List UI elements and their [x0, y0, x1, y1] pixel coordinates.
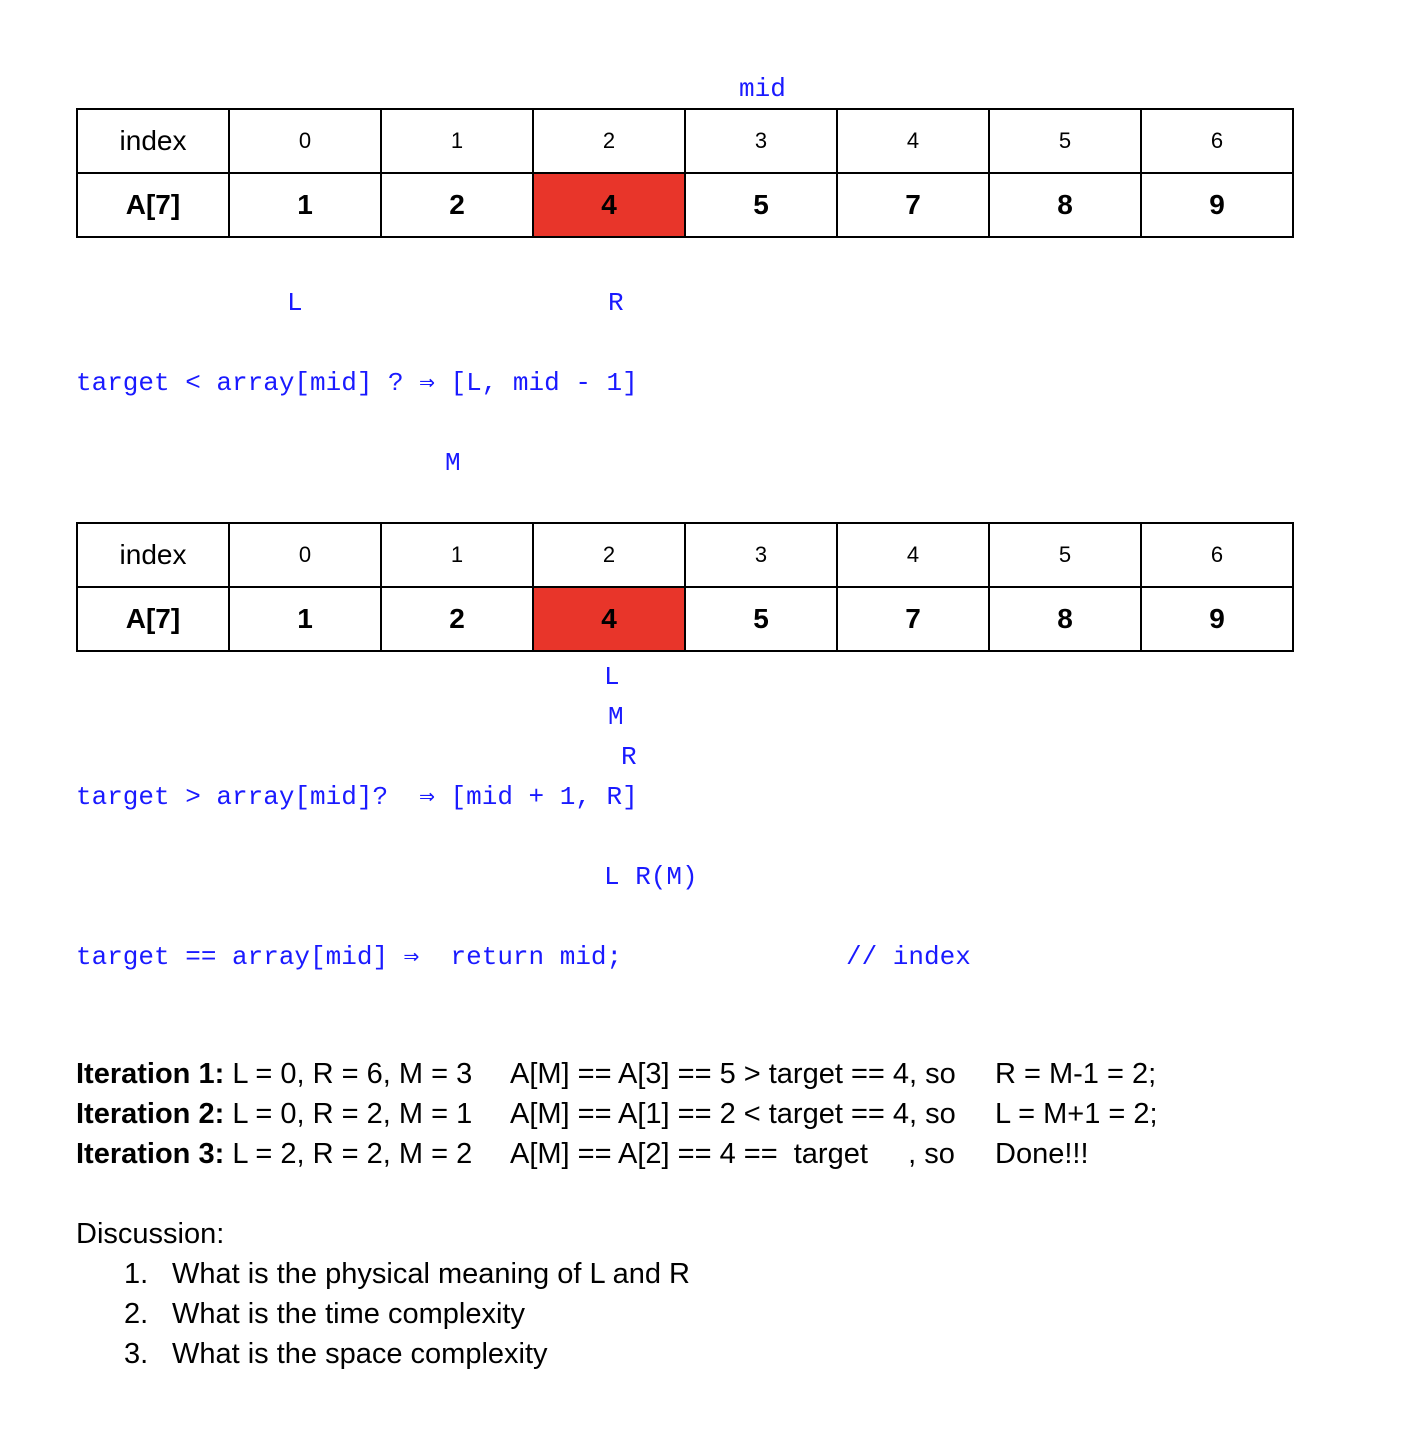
value-cell: 7 — [836, 172, 990, 238]
discussion-item: 1.What is the physical meaning of L and … — [124, 1258, 690, 1290]
value-cell: 2 — [380, 586, 534, 652]
index-cell: 6 — [1140, 522, 1294, 588]
index-cell: 3 — [684, 522, 838, 588]
index-cell: 1 — [380, 108, 534, 174]
value-cell-highlighted: 4 — [532, 586, 686, 652]
value-cell: 5 — [684, 172, 838, 238]
value-cell: 5 — [684, 586, 838, 652]
index-row: index 0 1 2 3 4 5 6 — [76, 522, 1294, 588]
array-header: A[7] — [76, 586, 230, 652]
iteration-compare: A[M] == A[2] == 4 == target , so — [510, 1138, 955, 1170]
index-cell: 4 — [836, 522, 990, 588]
index-cell: 3 — [684, 108, 838, 174]
index-cell: 5 — [988, 522, 1142, 588]
value-cell: 7 — [836, 586, 990, 652]
value-row: A[7] 1 2 4 5 7 8 9 — [76, 586, 1294, 652]
iteration-label: Iteration 3: L = 2, R = 2, M = 2 — [76, 1138, 473, 1170]
index-cell: 6 — [1140, 108, 1294, 174]
index-cell: 5 — [988, 108, 1142, 174]
index-cell: 2 — [532, 522, 686, 588]
array-table-1: index 0 1 2 3 4 5 6 A[7] 1 2 4 5 7 8 9 — [76, 108, 1294, 238]
index-header: index — [76, 522, 230, 588]
discussion-item: 3.What is the space complexity — [124, 1338, 548, 1370]
right-pointer-label: R — [621, 742, 637, 772]
discussion-item: 2.What is the time complexity — [124, 1298, 525, 1330]
iteration-result: R = M-1 = 2; — [995, 1058, 1157, 1090]
value-cell: 1 — [228, 172, 382, 238]
index-cell: 0 — [228, 522, 382, 588]
index-cell: 1 — [380, 522, 534, 588]
mid-pointer-label: M — [445, 448, 461, 478]
value-cell-highlighted: 4 — [532, 172, 686, 238]
iteration-compare: A[M] == A[3] == 5 > target == 4, so — [510, 1058, 956, 1090]
index-cell: 0 — [228, 108, 382, 174]
value-cell: 9 — [1140, 586, 1294, 652]
iteration-result: Done!!! — [995, 1138, 1089, 1170]
index-header: index — [76, 108, 230, 174]
iteration-compare: A[M] == A[1] == 2 < target == 4, so — [510, 1098, 956, 1130]
value-cell: 2 — [380, 172, 534, 238]
iteration-result: L = M+1 = 2; — [995, 1098, 1158, 1130]
left-pointer-label: L — [604, 662, 620, 692]
iteration-label: Iteration 2: L = 0, R = 2, M = 1 — [76, 1098, 473, 1130]
mid-pointer-label: M — [608, 702, 624, 732]
condition-equal: target == array[mid] ⇒ return mid; — [76, 942, 623, 972]
value-row: A[7] 1 2 4 5 7 8 9 — [76, 172, 1294, 238]
pointers-converged-label: L R(M) — [604, 862, 698, 892]
value-cell: 8 — [988, 586, 1142, 652]
right-pointer-label: R — [608, 288, 624, 318]
discussion-title: Discussion: — [76, 1218, 225, 1250]
left-pointer-label: L — [287, 288, 303, 318]
array-header: A[7] — [76, 172, 230, 238]
condition-less-than: target < array[mid] ? ⇒ [L, mid - 1] — [76, 368, 638, 398]
value-cell: 8 — [988, 172, 1142, 238]
array-table-2: index 0 1 2 3 4 5 6 A[7] 1 2 4 5 7 8 9 — [76, 522, 1294, 652]
value-cell: 9 — [1140, 172, 1294, 238]
value-cell: 1 — [228, 586, 382, 652]
mid-label: mid — [739, 74, 786, 104]
index-cell: 2 — [532, 108, 686, 174]
index-cell: 4 — [836, 108, 990, 174]
index-row: index 0 1 2 3 4 5 6 — [76, 108, 1294, 174]
condition-greater-than: target > array[mid]? ⇒ [mid + 1, R] — [76, 782, 638, 812]
iteration-label: Iteration 1: L = 0, R = 6, M = 3 — [76, 1058, 473, 1090]
index-comment: // index — [846, 942, 971, 972]
